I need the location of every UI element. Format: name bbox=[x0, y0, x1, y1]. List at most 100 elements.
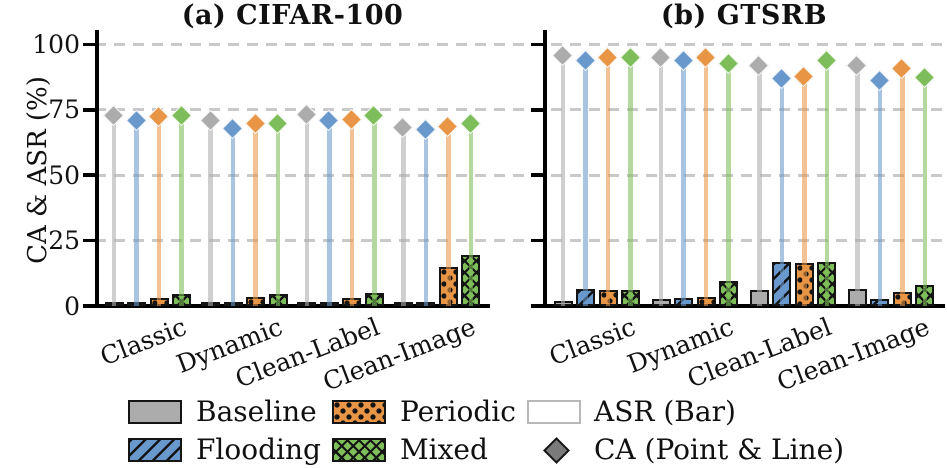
ca-stem bbox=[230, 128, 236, 306]
ca-marker bbox=[295, 103, 318, 125]
ca-stem bbox=[179, 115, 184, 306]
ca-stem bbox=[900, 67, 905, 306]
ca-stem bbox=[349, 118, 355, 306]
ytick-label-25: 25 bbox=[48, 226, 80, 255]
ca-stem bbox=[779, 78, 785, 306]
y-tickmark bbox=[83, 42, 95, 47]
ca-marker bbox=[619, 47, 641, 69]
legend-label-flooding: Flooding bbox=[196, 433, 321, 466]
ca-stem bbox=[605, 57, 611, 306]
ca-marker bbox=[459, 112, 481, 134]
ytick-label-50: 50 bbox=[48, 161, 80, 190]
ca-stem bbox=[855, 65, 860, 306]
legend-swatch-periodic bbox=[332, 400, 386, 424]
y-tickmark bbox=[531, 238, 543, 243]
legend-label-asr: ASR (Bar) bbox=[594, 395, 736, 428]
ca-marker bbox=[815, 50, 837, 72]
ca-stem bbox=[681, 60, 686, 306]
ca-marker bbox=[125, 110, 147, 132]
ca-marker bbox=[748, 55, 770, 77]
panel-b bbox=[531, 30, 945, 308]
ca-marker bbox=[574, 50, 596, 72]
ca-marker bbox=[793, 65, 815, 87]
panel-a-title: (a) CIFAR-100 bbox=[181, 0, 404, 31]
y-tickmark bbox=[83, 108, 95, 112]
legend-swatch-asr bbox=[527, 400, 581, 424]
gridline-75 bbox=[95, 108, 945, 112]
ca-marker bbox=[868, 69, 890, 91]
ca-stem bbox=[824, 60, 830, 306]
panel-b-x-spine bbox=[543, 304, 945, 308]
ytick-label-100: 100 bbox=[32, 30, 80, 59]
panel-a-y-spine bbox=[95, 30, 99, 306]
ca-stem bbox=[560, 54, 566, 306]
ca-stem bbox=[922, 77, 928, 306]
ytick-label-75: 75 bbox=[48, 95, 80, 124]
ca-stem bbox=[877, 79, 883, 306]
ca-stem bbox=[468, 122, 473, 306]
ca-marker bbox=[552, 44, 574, 66]
gridline-25 bbox=[95, 239, 945, 243]
gridline-50 bbox=[95, 173, 945, 177]
ca-marker bbox=[148, 106, 170, 128]
ca-stem bbox=[208, 120, 213, 306]
legend-swatch-baseline bbox=[128, 400, 182, 424]
ca-stem bbox=[726, 62, 731, 306]
ca-stem bbox=[304, 113, 310, 306]
legend-label-ca: CA (Point & Line) bbox=[594, 433, 845, 466]
ca-stem bbox=[703, 57, 709, 306]
legend-swatch-flooding bbox=[128, 438, 182, 462]
ca-marker bbox=[340, 108, 363, 131]
ca-stem bbox=[401, 126, 406, 306]
ca-stem bbox=[628, 57, 633, 306]
ca-marker bbox=[597, 47, 619, 69]
ca-marker bbox=[318, 110, 340, 132]
ca-stem bbox=[156, 116, 162, 306]
ca-stem bbox=[446, 125, 451, 306]
ca-marker bbox=[717, 52, 739, 74]
ca-marker bbox=[414, 119, 436, 141]
ca-marker bbox=[891, 57, 913, 80]
y-tickmark bbox=[83, 238, 95, 243]
panel-b-xlabel-classic: Classic bbox=[545, 312, 640, 372]
panel-b-y-spine bbox=[543, 30, 547, 306]
ca-marker bbox=[392, 116, 414, 138]
panel-b-title: (b) GTSRB bbox=[660, 0, 828, 31]
gridline-100 bbox=[95, 42, 945, 46]
ca-marker bbox=[363, 104, 385, 127]
legend-swatch-mixed bbox=[332, 438, 386, 462]
ca-marker bbox=[266, 112, 289, 134]
y-tickmark bbox=[531, 42, 543, 47]
ca-marker bbox=[199, 110, 221, 132]
ca-stem bbox=[253, 122, 258, 306]
ca-marker bbox=[437, 115, 459, 137]
ca-marker bbox=[913, 67, 935, 89]
ca-diamond-icon bbox=[543, 437, 570, 464]
ca-marker bbox=[170, 104, 192, 127]
ca-stem bbox=[111, 115, 117, 306]
legend-label-periodic: Periodic bbox=[400, 395, 516, 428]
y-tickmark bbox=[531, 173, 543, 177]
ca-marker bbox=[244, 112, 266, 134]
ca-marker bbox=[695, 47, 717, 69]
ca-stem bbox=[658, 57, 664, 306]
ytick-label-0: 0 bbox=[64, 292, 80, 321]
ca-stem bbox=[134, 120, 139, 306]
ca-stem bbox=[802, 75, 807, 306]
legend-label-mixed: Mixed bbox=[400, 433, 488, 466]
ca-stem bbox=[372, 115, 377, 306]
ca-stem bbox=[757, 65, 762, 306]
ca-marker bbox=[103, 104, 125, 127]
ca-marker bbox=[846, 55, 868, 77]
y-tickmark bbox=[83, 173, 95, 177]
panel-a bbox=[83, 30, 490, 308]
ca-stem bbox=[423, 129, 428, 306]
y-tickmark bbox=[531, 108, 543, 112]
ca-stem bbox=[327, 120, 332, 306]
ca-stem bbox=[583, 60, 588, 306]
legend-label-baseline: Baseline bbox=[196, 395, 317, 428]
ca-marker bbox=[770, 68, 792, 90]
ca-marker bbox=[650, 47, 672, 69]
panel-a-x-spine bbox=[95, 304, 490, 308]
